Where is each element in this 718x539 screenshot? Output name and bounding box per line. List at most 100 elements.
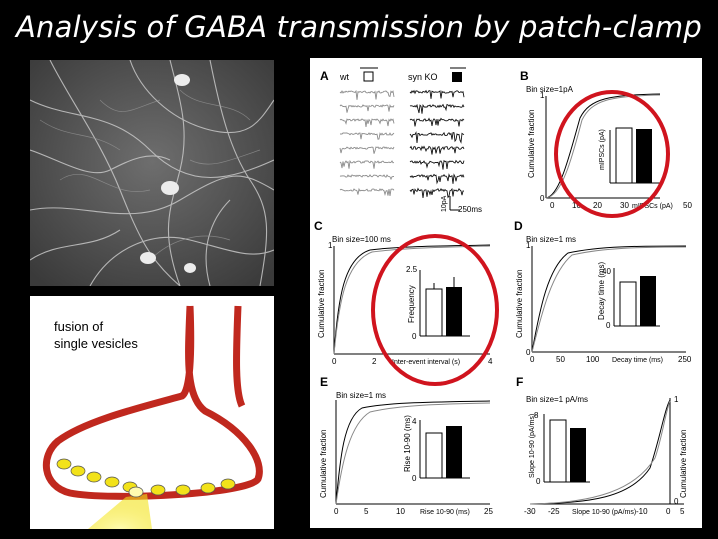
panel-letter: C bbox=[314, 219, 323, 233]
svg-text:30: 30 bbox=[620, 201, 629, 210]
current-trace bbox=[409, 145, 465, 155]
bar-ko bbox=[446, 287, 462, 336]
panel-e: E Bin size=1 ms Cumulative fraction 0 5 … bbox=[319, 375, 493, 516]
svg-text:250: 250 bbox=[678, 355, 692, 364]
x-label: Rise 10-90 (ms) bbox=[420, 509, 470, 516]
svg-text:0: 0 bbox=[332, 357, 337, 366]
svg-text:-10: -10 bbox=[636, 507, 648, 516]
x-ticks: 0 2 4 bbox=[332, 357, 493, 366]
vesicle bbox=[86, 471, 102, 483]
y-label: Cumulative fraction bbox=[319, 430, 328, 498]
y-top: 1 bbox=[540, 91, 545, 100]
current-trace bbox=[409, 173, 465, 185]
scale-x-label: 250ms bbox=[458, 205, 482, 214]
current-trace bbox=[339, 89, 395, 100]
current-trace bbox=[409, 117, 465, 127]
svg-text:25: 25 bbox=[484, 507, 493, 516]
bar-wt bbox=[549, 419, 567, 483]
current-trace bbox=[339, 146, 395, 154]
cdf-ko bbox=[529, 399, 671, 505]
vesicle bbox=[175, 484, 191, 496]
x-ticks: 0 50 100 250 bbox=[530, 355, 692, 364]
current-trace bbox=[409, 159, 465, 170]
inset-top: 8 bbox=[534, 411, 539, 420]
inset-bot: 0 bbox=[412, 332, 417, 341]
bin-label: Bin size=1 pA/ms bbox=[526, 395, 588, 404]
svg-text:10: 10 bbox=[572, 201, 581, 210]
panel-d: D Bin size=1 ms 1 0 Cumulative fraction … bbox=[514, 219, 692, 364]
x-ticks: 0 10 20 30 50 bbox=[550, 201, 692, 210]
inset-top: 4 bbox=[412, 417, 417, 426]
bin-label: Bin size=1pA bbox=[526, 85, 574, 94]
inset-top: 40 bbox=[602, 267, 611, 276]
bar-wt bbox=[425, 288, 443, 337]
x-label: Slope 10-90 (pA/ms) bbox=[572, 509, 636, 516]
svg-text:50: 50 bbox=[556, 355, 565, 364]
y-label: Cumulative fraction bbox=[527, 110, 536, 178]
y-label: Cumulative fraction bbox=[679, 430, 688, 498]
inset-bot: 0 bbox=[412, 474, 417, 483]
y-bot: 0 bbox=[674, 497, 679, 506]
current-trace bbox=[339, 103, 395, 113]
panel-f: F Bin size=1 pA/ms 1 0 Cumulative fracti… bbox=[516, 375, 688, 516]
panel-letter: B bbox=[520, 69, 529, 83]
svg-text:-30: -30 bbox=[524, 507, 536, 516]
svg-text:5: 5 bbox=[364, 507, 369, 516]
y-bot: 0 bbox=[526, 348, 531, 357]
vesicles bbox=[56, 458, 236, 498]
bar-wt bbox=[619, 281, 637, 327]
vesicle bbox=[104, 476, 120, 488]
panel-a: A wt syn KO 10pA 250ms bbox=[320, 67, 482, 214]
terminal-membrane-right bbox=[233, 305, 246, 408]
inset-bot: 0 bbox=[536, 477, 541, 486]
release-glow bbox=[88, 494, 152, 529]
svg-text:-25: -25 bbox=[548, 507, 560, 516]
inset-ylabel: Frequency bbox=[407, 285, 416, 323]
vesicle bbox=[200, 482, 216, 494]
cdf-wt bbox=[333, 245, 491, 355]
vesicle bbox=[70, 465, 86, 477]
bar-ko bbox=[636, 129, 652, 183]
x-label: Decay time (ms) bbox=[612, 357, 663, 364]
cdf-wt bbox=[529, 400, 671, 505]
vesicle bbox=[150, 484, 166, 496]
inset-ylabel: Slope 10-90 (pA/ms) bbox=[529, 414, 536, 478]
current-trace bbox=[339, 187, 395, 197]
ko-traces bbox=[409, 89, 465, 199]
svg-text:4: 4 bbox=[488, 357, 493, 366]
wt-traces bbox=[339, 89, 395, 197]
current-trace bbox=[409, 89, 465, 99]
panel-letter: D bbox=[514, 219, 523, 233]
slide-title: Analysis of GABA transmission by patch-c… bbox=[16, 10, 702, 44]
bar-wt bbox=[425, 432, 443, 479]
y-top: 1 bbox=[526, 241, 531, 250]
cdf-wt bbox=[531, 246, 687, 353]
panel-letter: A bbox=[320, 69, 329, 83]
svg-text:50: 50 bbox=[683, 201, 692, 210]
current-trace bbox=[339, 132, 395, 140]
highlight-circle-b bbox=[554, 90, 670, 218]
svg-text:20: 20 bbox=[593, 201, 602, 210]
terminal-membrane bbox=[42, 305, 263, 500]
highlight-circle-c bbox=[371, 234, 499, 386]
bin-label: Bin size=1 ms bbox=[336, 391, 386, 400]
bin-label: Bin size=1 ms bbox=[526, 235, 576, 244]
bin-label: Bin size=100 ms bbox=[332, 235, 391, 244]
y-bot: 0 bbox=[540, 194, 545, 203]
inset-bot: 0 bbox=[606, 321, 611, 330]
neuron-micrograph bbox=[30, 60, 274, 286]
svg-text:2: 2 bbox=[372, 357, 377, 366]
y-label: Cumulative fraction bbox=[317, 270, 326, 338]
vesicle bbox=[56, 458, 72, 470]
ko-label: syn KO bbox=[408, 72, 438, 82]
inset-top: 2.5 bbox=[406, 265, 418, 274]
vesicle-fusing bbox=[128, 486, 144, 498]
patch-clamp-figure: A wt syn KO 10pA 250ms B Bin size=1pA 1 … bbox=[310, 58, 702, 528]
current-trace bbox=[339, 174, 395, 181]
wt-label: wt bbox=[339, 72, 349, 82]
current-trace bbox=[339, 159, 395, 169]
bar-wt bbox=[615, 127, 633, 184]
vesicle bbox=[220, 478, 236, 490]
y-label: Cumulative fraction bbox=[515, 270, 524, 338]
cdf-wt bbox=[545, 94, 661, 199]
